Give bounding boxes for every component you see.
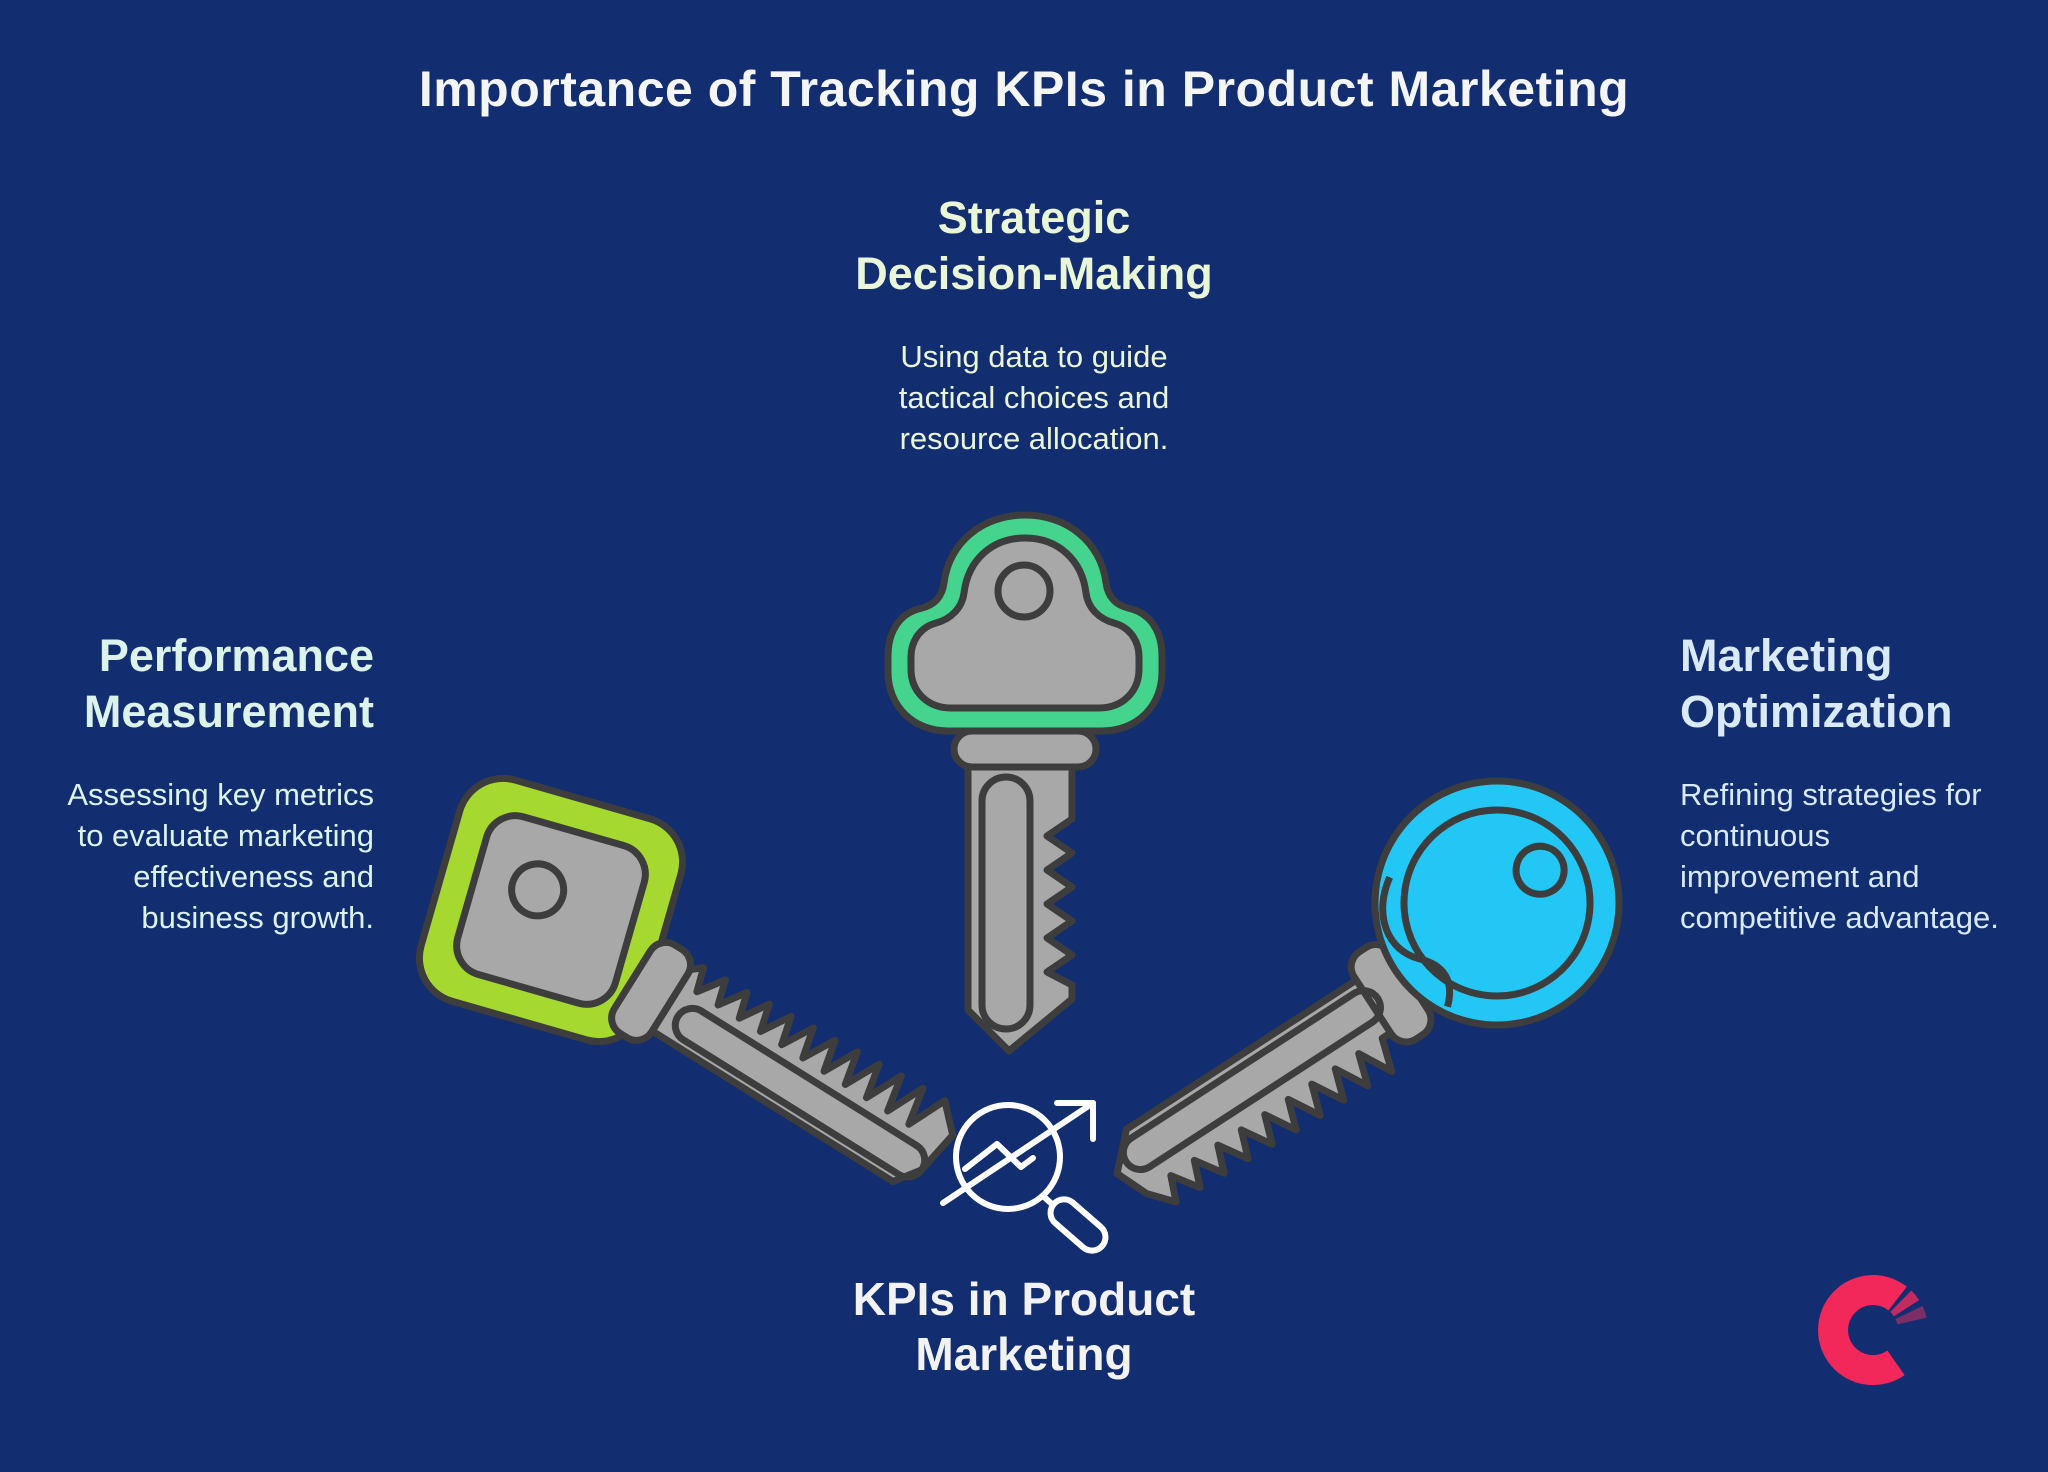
section-performance: Performance Measurement Assessing key me… <box>28 628 374 938</box>
magnifier-trend-arrow-icon <box>940 1100 1109 1254</box>
section-strategic-body: Using data to guide tactical choices and… <box>898 339 1170 456</box>
c-swoosh-logo-icon <box>1818 1275 1927 1386</box>
section-strategic: Strategic Decision-Making Using data to … <box>714 190 1354 459</box>
section-optimization-heading: Marketing Optimization <box>1680 630 1953 737</box>
key-icon-cyan <box>1113 777 1623 1206</box>
section-performance-body: Assessing key metrics to evaluate market… <box>67 777 374 935</box>
section-optimization-body: Refining strategies for continuous impro… <box>1680 777 1999 935</box>
page-title: Importance of Tracking KPIs in Product M… <box>418 61 1630 117</box>
key-icon-green <box>884 511 1166 1055</box>
section-strategic-heading: Strategic Decision-Making <box>855 192 1213 299</box>
key-icon-lime <box>415 774 957 1186</box>
section-optimization: Marketing Optimization Refining strategi… <box>1680 628 2048 938</box>
section-performance-heading: Performance Measurement <box>83 630 374 737</box>
center-label: KPIs in Product Marketing <box>852 1273 1196 1380</box>
